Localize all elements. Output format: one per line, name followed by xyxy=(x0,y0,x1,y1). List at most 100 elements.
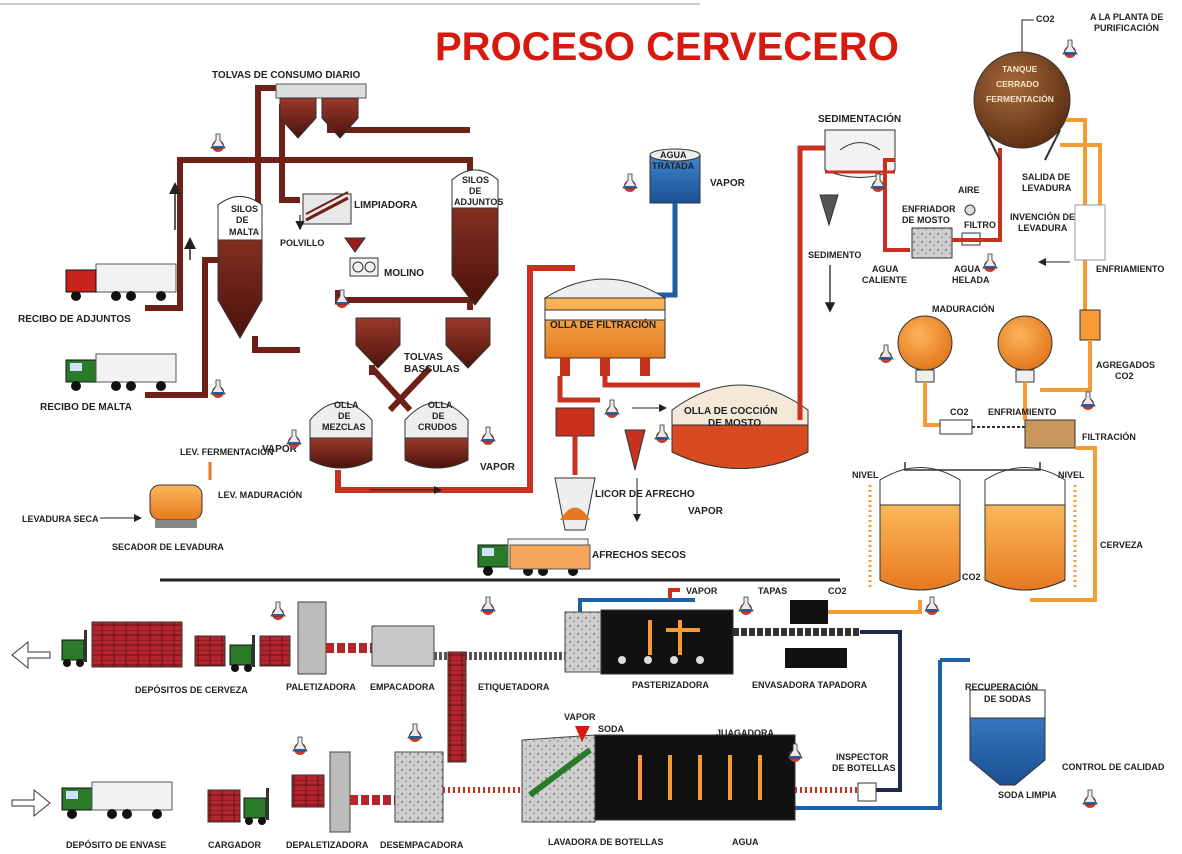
pasterizadora-machine xyxy=(600,609,734,675)
invencion-label-1: INVENCIÓN DE xyxy=(1010,211,1075,222)
tanque-label-2: CERRADO xyxy=(996,79,1039,89)
secador-levadura xyxy=(149,484,203,528)
flask-icon xyxy=(1062,39,1078,59)
olla-mezclas-label-3: MEZCLAS xyxy=(322,422,366,432)
olla-crudos xyxy=(404,402,469,469)
enfriamiento-label-1: ENFRIAMIENTO xyxy=(1096,264,1164,274)
nivel-label-2: NIVEL xyxy=(1058,470,1085,480)
lavadora-machine xyxy=(521,726,796,823)
olla-mezclas-label-1: OLLA xyxy=(334,400,359,410)
salida-levadura-label-2: LEVADURA xyxy=(1022,183,1072,193)
agregados-unit xyxy=(1079,309,1101,341)
flask-icon xyxy=(286,429,302,449)
maduracion-tank-1 xyxy=(897,315,953,371)
sedimento-cone xyxy=(819,194,839,227)
juagadora-label: JUAGADORA xyxy=(716,728,775,738)
nivel-label-1: NIVEL xyxy=(852,470,879,480)
tolvas-consumo-hoppers xyxy=(275,83,367,139)
silo-adj-label-1: SILOS xyxy=(462,175,489,185)
desempacadora-label: DESEMPACADORA xyxy=(380,840,464,850)
agua-caliente-label-2: CALIENTE xyxy=(862,275,907,285)
envasadora-machine xyxy=(785,648,847,668)
forklift-cerveza-icon xyxy=(229,634,256,673)
filter-press xyxy=(555,407,595,437)
levadura-seca-label: LEVADURA SECA xyxy=(22,514,99,524)
wort-pipe-1 xyxy=(335,265,575,493)
co2-top-label: CO2 xyxy=(1036,14,1055,24)
olla-crudos-label-1: OLLA xyxy=(428,400,453,410)
olla-mezclas-label-2: DE xyxy=(338,411,351,421)
pasterizadora-label: PASTERIZADORA xyxy=(632,680,709,690)
olla-filtracion xyxy=(543,278,667,376)
flask-icon xyxy=(1082,789,1098,809)
truck-envase-icon xyxy=(61,781,173,820)
agua-helada-label-1: AGUA xyxy=(954,264,981,274)
depositos-cerveza-label: DEPÓSITOS DE CERVEZA xyxy=(135,684,248,695)
molino-machine xyxy=(344,237,379,277)
olla-crudos-label-3: CRUDOS xyxy=(418,422,457,432)
enfriador-mosto xyxy=(911,227,953,259)
afrecho-dryer xyxy=(554,477,596,531)
planta-purif-label-2: PURIFICACIÓN xyxy=(1094,22,1159,33)
paletizadora-machine xyxy=(297,601,327,675)
co2-tanks-label: CO2 xyxy=(962,572,981,582)
control-calidad-label: CONTROL DE CALIDAD xyxy=(1062,762,1165,772)
flask-icon xyxy=(407,723,423,743)
tanque-label-1: TANQUE xyxy=(1002,64,1038,74)
flask-icon xyxy=(622,173,638,193)
olla-crudos-label-2: DE xyxy=(432,411,445,421)
beer-tank-2 xyxy=(984,467,1066,591)
olla-coccion-label-2: DE MOSTO xyxy=(708,418,761,429)
flask-icon xyxy=(480,426,496,446)
wort-pipe-2 xyxy=(797,145,825,420)
flask-icon xyxy=(210,379,226,399)
maduracion-tank-2 xyxy=(997,315,1053,371)
silo-adjuntos xyxy=(451,169,499,306)
tolvas-consumo-label: TOLVAS DE CONSUMO DIARIO xyxy=(212,70,361,81)
depaletizadora-machine xyxy=(329,751,351,833)
silo-malta-label-2: DE xyxy=(236,215,249,225)
inspector-box xyxy=(857,782,877,802)
silo-adj-label-2: DE xyxy=(469,186,482,196)
silo-malta xyxy=(217,196,263,339)
silo-malta-label-3: MALTA xyxy=(229,227,260,237)
olla-coccion-label-1: OLLA DE COCCIÓN xyxy=(684,404,778,417)
tanque-label-3: FERMENTACIÓN xyxy=(986,93,1054,104)
afrechos-secos-label: AFRECHOS SECOS xyxy=(592,550,686,561)
recuperacion-sodas-tank xyxy=(969,689,1046,786)
agua-label: AGUA xyxy=(732,837,759,847)
polvillo-label: POLVILLO xyxy=(280,238,324,248)
flask-icon xyxy=(604,399,620,419)
silo-adj-label-3: ADJUNTOS xyxy=(454,197,503,207)
empacadora-machine xyxy=(371,625,435,667)
flask-icon xyxy=(878,344,894,364)
invencion-label-2: LEVADURA xyxy=(1018,223,1068,233)
recibo-malta-label: RECIBO DE MALTA xyxy=(40,402,132,413)
lev-fermentacion-label: LEV. FERMENTACIÓN xyxy=(180,446,274,457)
page-title: PROCESO CERVECERO xyxy=(435,25,899,69)
vapor-label-1: VAPOR xyxy=(262,444,298,455)
enfriador-label-2: DE MOSTO xyxy=(902,215,950,225)
vapor-label-5: VAPOR xyxy=(686,586,718,596)
agua-tratada-label-2: TRATADA xyxy=(652,161,695,171)
sedimento-label: SEDIMENTO xyxy=(808,250,861,260)
inspector-label-2: DE BOTELLAS xyxy=(832,763,896,773)
forklift-cargador-icon xyxy=(243,787,270,826)
limpiadora-label: LIMPIADORA xyxy=(354,200,417,211)
depaletizadora-label: DEPALETIZADORA xyxy=(286,840,369,850)
desempacadora-machine xyxy=(394,751,444,823)
sedimentacion-label: SEDIMENTACIÓN xyxy=(818,112,901,125)
soda-limpia-label: SODA LIMPIA xyxy=(998,790,1057,800)
agregados-label-1: AGREGADOS xyxy=(1096,360,1155,370)
tolvas-basculas-label-1: TOLVAS xyxy=(404,352,443,363)
flask-icon xyxy=(982,253,998,273)
flask-icon xyxy=(738,596,754,616)
cargador-label: CARGADOR xyxy=(208,840,261,850)
lavadora-label: LAVADORA DE BOTELLAS xyxy=(548,837,663,847)
vapor-label-4: VAPOR xyxy=(688,506,724,517)
vapor-label-3: VAPOR xyxy=(710,178,746,189)
olla-coccion xyxy=(671,384,809,469)
conveyor-return xyxy=(860,630,902,792)
